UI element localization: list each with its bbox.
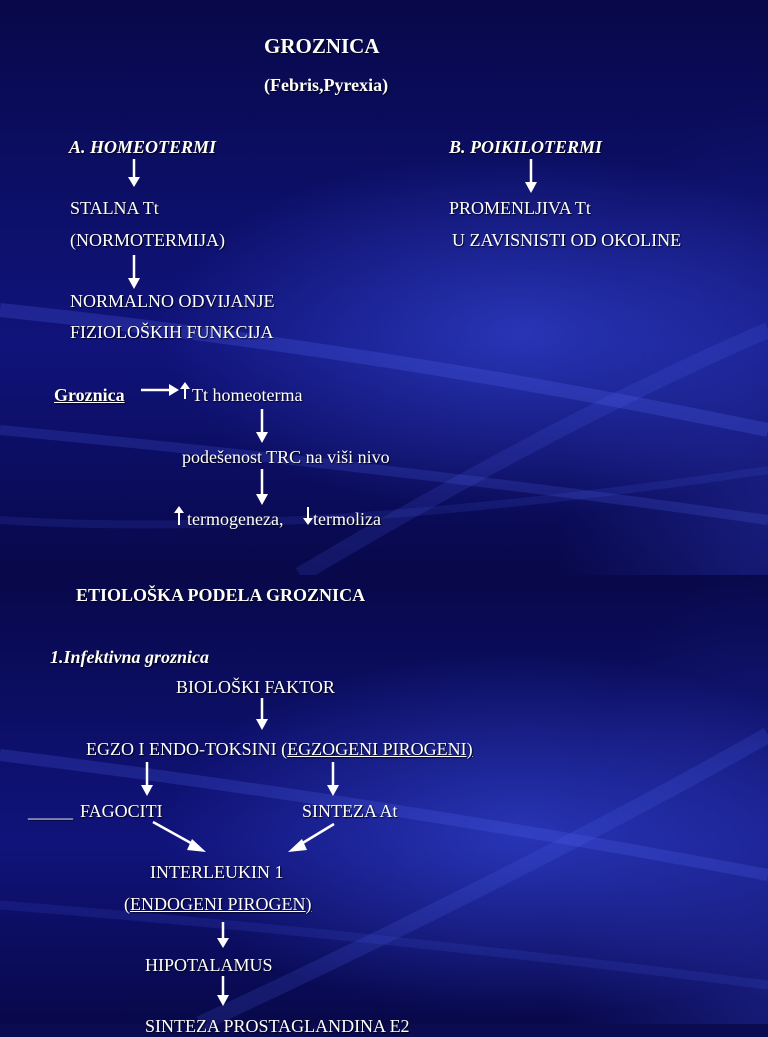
slide-etioloska-podela: ETIOLOŠKA PODELA GROZNICA 1.Infektivna g… bbox=[0, 575, 768, 1036]
text-fizioloskih-funkcija: FIZIOLOŠKIH FUNKCIJA bbox=[70, 322, 274, 342]
slide-groznica: GROZNICA (Febris,Pyrexia) A. HOMEOTERMI … bbox=[0, 0, 768, 582]
arrow-down-icon bbox=[256, 469, 268, 505]
arrow-up-icon bbox=[180, 382, 190, 399]
arrow-diagonal-icon bbox=[288, 822, 335, 852]
arrow-down-icon bbox=[128, 159, 140, 187]
arrow-down-icon bbox=[303, 507, 313, 525]
text-sinteza-at: SINTEZA At bbox=[302, 801, 398, 821]
text-termogeneza: termogeneza, bbox=[187, 509, 284, 529]
arrow-up-icon bbox=[174, 506, 184, 525]
text-normotermija: (NORMOTERMIJA) bbox=[70, 230, 225, 250]
arrow-down-icon bbox=[128, 255, 140, 289]
text-promenljiva-tt: PROMENLJIVA Tt bbox=[449, 198, 591, 218]
text-paren: ( bbox=[124, 894, 130, 914]
page-title: GROZNICA bbox=[264, 34, 380, 58]
arrow-down-icon bbox=[256, 409, 268, 443]
text-tt-homeoterma: Tt homeoterma bbox=[192, 385, 303, 405]
text-zavisnost-okoline: U ZAVISNISTI OD OKOLINE bbox=[452, 230, 682, 250]
text-normalno-odvijanje: NORMALNO ODVIJANJE bbox=[70, 291, 275, 311]
arrow-down-icon bbox=[525, 159, 537, 193]
text-fagociti: FAGOCITI bbox=[80, 801, 163, 821]
text-stalna-tt: STALNA Tt bbox=[70, 198, 159, 218]
background-streaks bbox=[0, 303, 768, 582]
text-egzo-endo-toksini: EGZO I ENDO-TOKSINI (EGZOGENI PIROGENI) bbox=[86, 738, 473, 760]
heading-poikilotermi: B. POIKILOTERMI bbox=[449, 137, 603, 157]
text-sinteza-prostaglandina: SINTEZA PROSTAGLANDINA E2 bbox=[145, 1016, 410, 1036]
arrow-down-icon bbox=[217, 976, 229, 1006]
text-groznica: Groznica bbox=[54, 385, 125, 405]
text-interleukin: INTERLEUKIN 1 bbox=[150, 862, 284, 882]
page-subtitle: (Febris,Pyrexia) bbox=[264, 75, 389, 95]
arrow-down-icon bbox=[256, 698, 268, 730]
text-infektivna-groznica: 1.Infektivna groznica bbox=[50, 647, 210, 667]
text-termoliza: termoliza bbox=[313, 509, 381, 529]
arrow-diagonal-icon bbox=[152, 820, 206, 852]
arrow-down-icon bbox=[141, 762, 153, 796]
text-egzogeni-pirogeni: EGZOGENI PIROGENI) bbox=[287, 739, 473, 759]
text-podesenost-trc: podešenost TRC na viši nivo bbox=[182, 447, 390, 467]
arrow-right-icon bbox=[141, 384, 179, 396]
text-endogeni-pirogen-label: ENDOGENI PIROGEN) bbox=[130, 894, 312, 914]
text-hipotalamus: HIPOTALAMUS bbox=[145, 955, 273, 975]
arrow-down-icon bbox=[217, 922, 229, 948]
text-endogeni-pirogen: (ENDOGENI PIROGEN) bbox=[124, 893, 311, 915]
heading-homeotermi: A. HOMEOTERMI bbox=[69, 137, 217, 157]
blank-line: _____ bbox=[28, 801, 73, 821]
text-bioloski-faktor: BIOLOŠKI FAKTOR bbox=[176, 677, 335, 697]
section-title: ETIOLOŠKA PODELA GROZNICA bbox=[76, 585, 366, 605]
text-toksini-prefix: EGZO I ENDO-TOKSINI ( bbox=[86, 739, 288, 759]
background-streaks bbox=[0, 728, 768, 1032]
arrow-down-icon bbox=[327, 762, 339, 796]
